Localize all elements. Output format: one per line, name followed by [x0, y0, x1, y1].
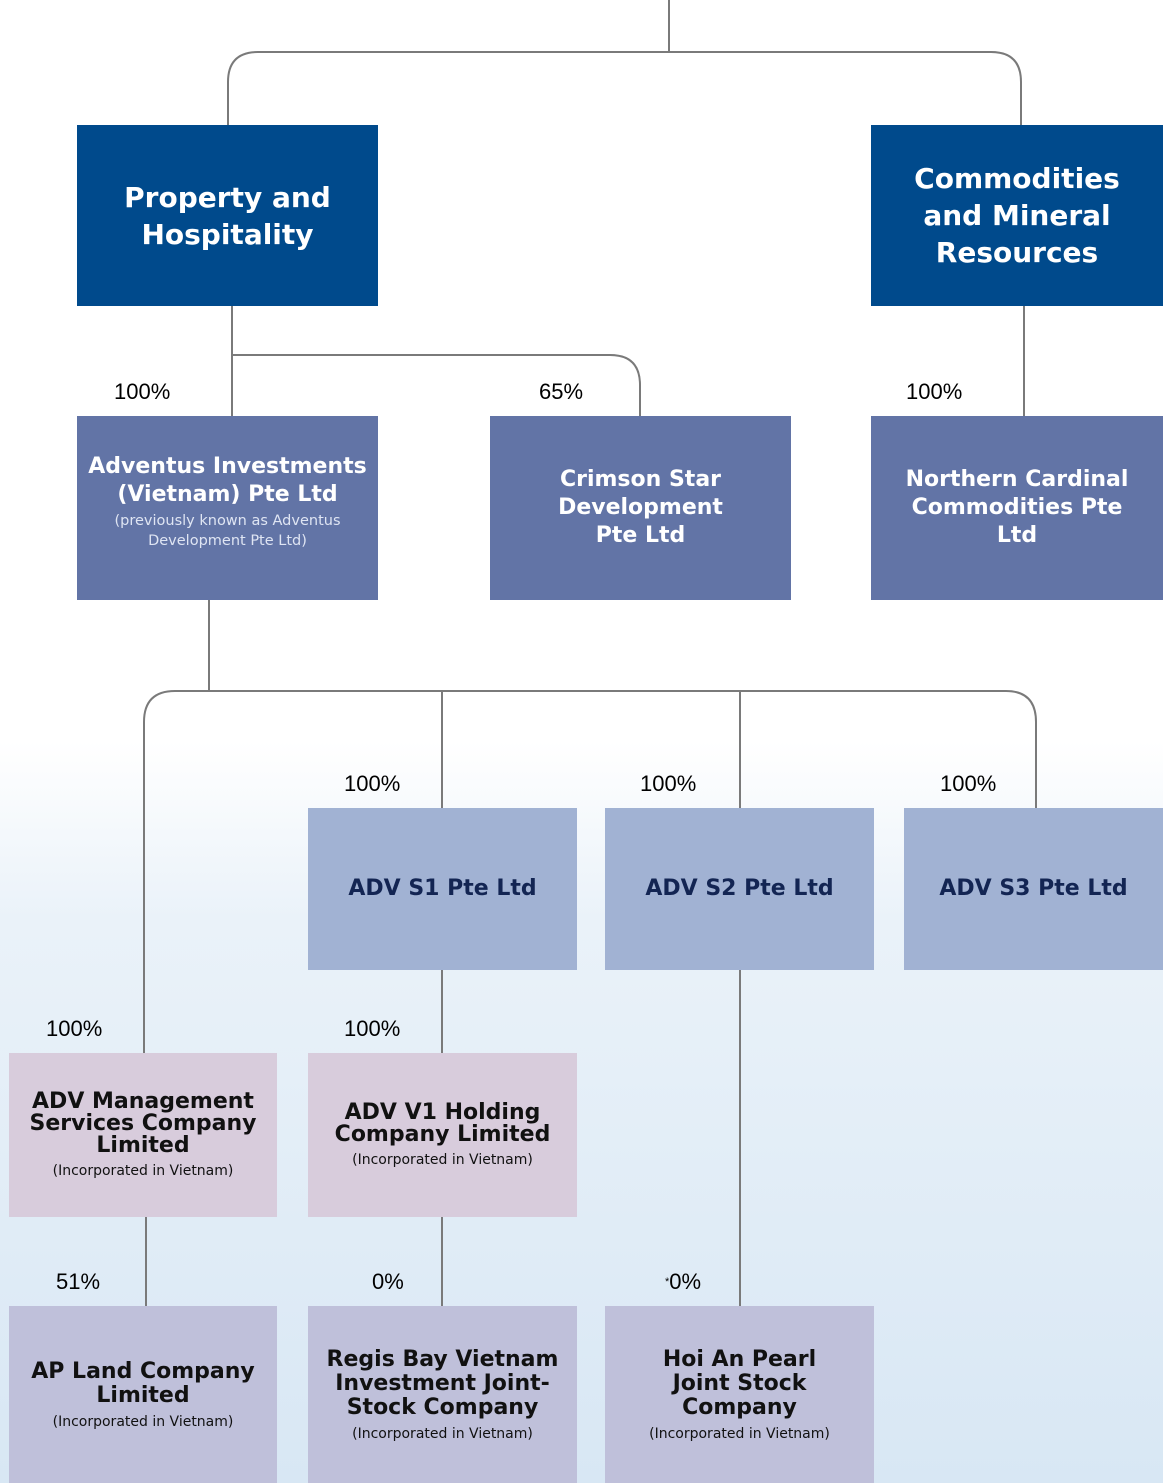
percent-hoi-an: *0%: [665, 1270, 701, 1294]
connector-adventus-subsidiaries: [143, 690, 1037, 1053]
entity-adv-s2: ADV S2 Pte Ltd: [605, 808, 874, 970]
entity-name: Northern Cardinal Commodities Pte Ltd: [905, 467, 1129, 548]
entity-crimson-star: Crimson Star Development Pte Ltd: [490, 416, 791, 600]
percent-adv-v1: 100%: [344, 1016, 401, 1041]
entity-name: ADV S3 Pte Ltd: [939, 876, 1128, 901]
entity-note: (previously known as Adventus Developmen…: [114, 513, 341, 549]
entity-adv-v1-holding: ADV V1 Holding Company Limited (Incorpor…: [308, 1053, 577, 1217]
entity-adv-management: ADV Management Services Company Limited …: [9, 1053, 277, 1217]
asterisk-mark: *: [665, 1276, 670, 1288]
entity-name: Regis Bay Vietnam Investment Joint-Stock…: [326, 1346, 559, 1420]
percent-crimson: 65%: [539, 379, 584, 404]
entity-name: ADV S2 Pte Ltd: [645, 876, 834, 901]
entity-regis-bay: Regis Bay Vietnam Investment Joint-Stock…: [308, 1306, 577, 1483]
entity-name: Hoi An Pearl Joint Stock Company: [662, 1346, 817, 1420]
entity-adv-s1: ADV S1 Pte Ltd: [308, 808, 577, 970]
entity-name: ADV V1 Holding Company Limited: [334, 1100, 551, 1147]
segment-commodities-mineral: Commodities and Mineral Resources: [871, 125, 1163, 306]
entity-name: Adventus Investments (Vietnam) Pte Ltd: [88, 454, 367, 507]
percent-adv-s3: 100%: [940, 771, 997, 796]
percent-adv-s1: 100%: [344, 771, 401, 796]
segment-property-hospitality: Property and Hospitality: [77, 125, 378, 306]
entity-hoi-an-pearl: Hoi An Pearl Joint Stock Company (Incorp…: [605, 1306, 874, 1483]
percent-adv-mgmt: 100%: [46, 1016, 103, 1041]
entity-northern-cardinal: Northern Cardinal Commodities Pte Ltd: [871, 416, 1163, 600]
entity-adventus: Adventus Investments (Vietnam) Pte Ltd (…: [77, 416, 378, 600]
entity-ap-land: AP Land Company Limited (Incorporated in…: [9, 1306, 277, 1483]
entity-note: (Incorporated in Vietnam): [352, 1152, 533, 1168]
segment-name: Property and Hospitality: [124, 180, 331, 251]
percent-northern: 100%: [906, 379, 963, 404]
percent-regis-bay: 0%: [372, 1269, 404, 1294]
connector-property-crimson: [232, 354, 641, 416]
entity-name: ADV Management Services Company Limited: [29, 1089, 257, 1158]
entity-note: (Incorporated in Vietnam): [649, 1425, 830, 1442]
entity-adv-s3: ADV S3 Pte Ltd: [904, 808, 1163, 970]
entity-name: Crimson Star Development Pte Ltd: [558, 467, 723, 548]
entity-name: ADV S1 Pte Ltd: [348, 876, 537, 901]
entity-note: (Incorporated in Vietnam): [352, 1425, 533, 1442]
percent-ap-land: 51%: [56, 1269, 101, 1294]
entity-note: (Incorporated in Vietnam): [52, 1163, 234, 1179]
percent-adventus: 100%: [114, 379, 171, 404]
entity-note: (Incorporated in Vietnam): [52, 1413, 234, 1430]
percent-value: 0%: [669, 1269, 702, 1294]
connector-segments: [227, 51, 1022, 125]
entity-name: AP Land Company Limited: [31, 1358, 255, 1408]
percent-adv-s2: 100%: [640, 771, 697, 796]
segment-name: Commodities and Mineral Resources: [914, 162, 1120, 269]
